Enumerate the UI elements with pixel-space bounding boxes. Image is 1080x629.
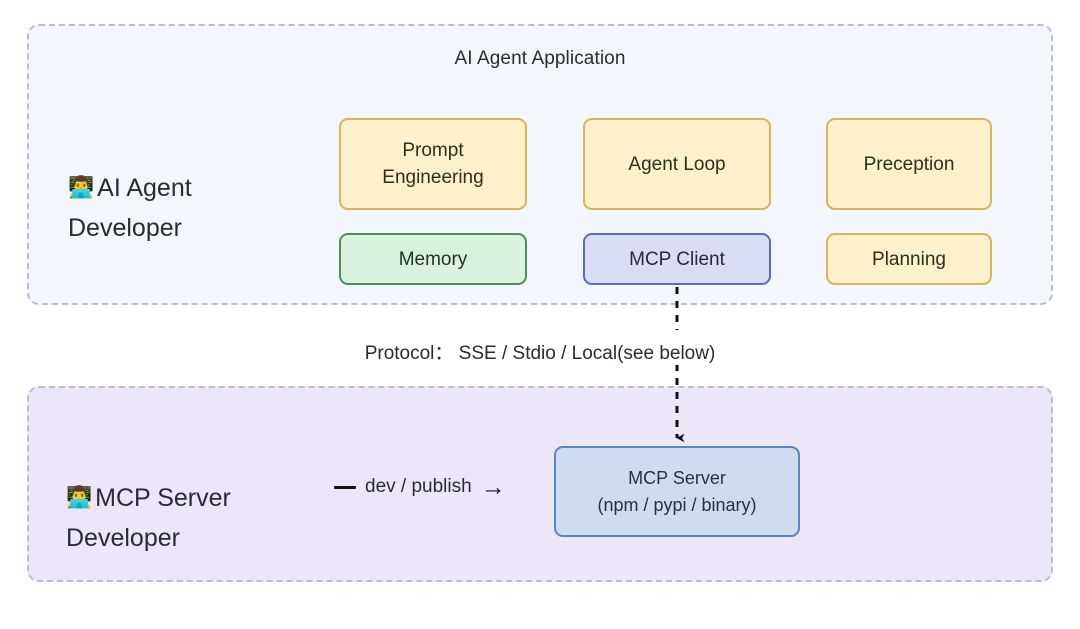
protocol-label: Protocol： SSE / Stdio / Local(see below): [0, 338, 1080, 365]
developer-laptop-icon: 👨‍💻: [66, 486, 93, 509]
edge-dash-icon: [334, 485, 356, 489]
agent-developer-role-label: 👨‍💻AI Agent Developer: [68, 128, 318, 288]
node-mcp-client[interactable]: MCP Client: [583, 233, 771, 285]
mcp-server-developer-role-label: 👨‍💻MCP Server Developer: [66, 438, 346, 598]
agent-application-title: AI Agent Application: [454, 48, 626, 69]
arrow-right-icon: →: [480, 473, 506, 501]
node-prompt-engineering[interactable]: Prompt Engineering: [339, 118, 527, 210]
agent-developer-line2: Developer: [68, 214, 182, 242]
dev-publish-label: dev / publish: [365, 476, 472, 497]
node-planning[interactable]: Planning: [826, 233, 992, 285]
server-developer-line1: MCP Server: [95, 484, 231, 512]
node-memory[interactable]: Memory: [339, 233, 527, 285]
protocol-label-text: Protocol： SSE / Stdio / Local(see below): [356, 338, 724, 365]
dev-publish-edge: dev / publish →: [334, 470, 506, 504]
node-mcp-server[interactable]: MCP Server (npm / pypi / binary): [554, 446, 800, 537]
agent-developer-line1: AI Agent: [97, 174, 192, 202]
server-developer-line2: Developer: [66, 524, 180, 552]
developer-laptop-icon: 👨‍💻: [68, 176, 95, 199]
node-agent-loop[interactable]: Agent Loop: [583, 118, 771, 210]
node-preception[interactable]: Preception: [826, 118, 992, 210]
mcp-server-panel: [27, 386, 1053, 582]
